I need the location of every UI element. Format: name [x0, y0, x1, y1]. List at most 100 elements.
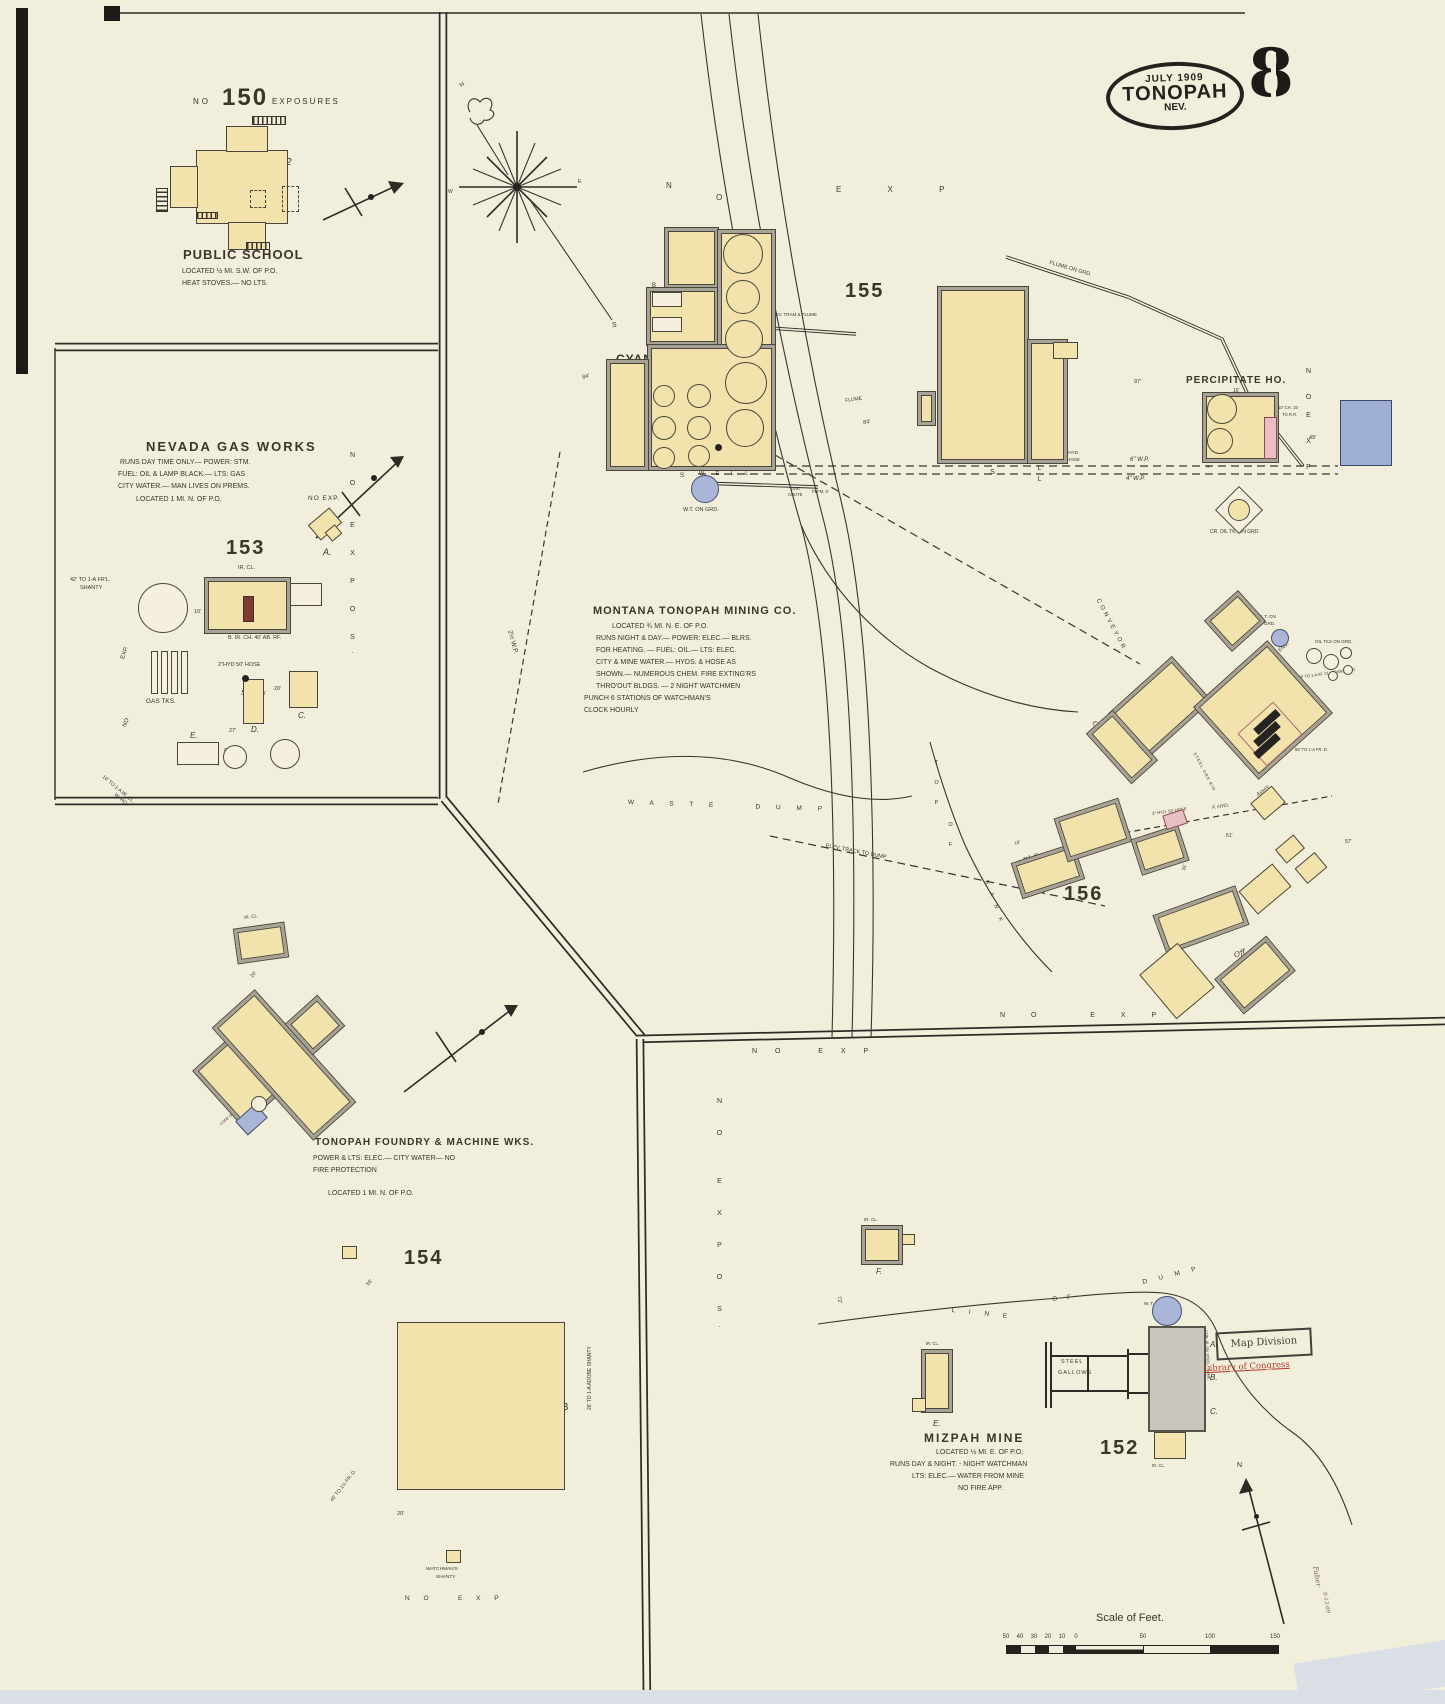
water-tank-circle: [1152, 1296, 1182, 1326]
hydrant-dot: [371, 475, 377, 481]
building: [607, 360, 648, 470]
map-line: [757, 13, 874, 1038]
tank-circle: [1228, 499, 1250, 521]
map-label: W: [448, 189, 453, 195]
map-label: NEVADA GAS WORKS: [146, 439, 317, 454]
map-label: 150: [222, 84, 269, 111]
hydrant-dot: [368, 194, 374, 200]
tank-circle: [1328, 671, 1338, 681]
map-label: C.: [298, 711, 306, 720]
map-label: PUNCH 6 STATIONS OF WATCHMAN'S: [584, 695, 711, 702]
building: [652, 292, 682, 307]
map-label: RUNS DAY TIME ONLY— POWER: STM.: [120, 459, 251, 466]
map-label: GRD.: [1264, 621, 1276, 626]
building: [161, 651, 168, 694]
map-label: CITY WATER.— MAN LIVES ON PREMS.: [118, 483, 250, 490]
hydrant-dot: [241, 674, 249, 682]
map-label: ORE: [791, 486, 801, 491]
map-label: STEEL: [1061, 1359, 1084, 1365]
hydrant-dot: [479, 1029, 485, 1035]
map-label: MIZPAH MINE: [924, 1431, 1025, 1445]
building: [243, 679, 264, 724]
map-label: 42' TO 1-A FR'L.: [70, 577, 111, 583]
scale-tick: 30: [1030, 1634, 1038, 1640]
map-line: [476, 124, 509, 176]
map-label: 55' TO 1-A FR. D.: [1295, 747, 1328, 752]
compass-arrowhead: [388, 181, 404, 194]
tank-circle: [1343, 665, 1353, 675]
map-label: PUBLIC SCHOOL: [183, 247, 304, 262]
map-label: O: [716, 193, 723, 202]
compass-arrowhead: [504, 1005, 518, 1017]
building: [1053, 342, 1078, 359]
map-label: GAS TKS.: [146, 698, 176, 705]
map-label: SHOWN.— NUMEROUS CHEM. FIRE EXTING'RS: [596, 671, 757, 678]
tank-circle: [652, 416, 676, 440]
map-label: FOR HEATING. — FUEL: OIL.— LTS: ELEC.: [596, 647, 737, 654]
scale-bar-graphic: [1006, 1645, 1279, 1654]
map-label: CITY & MINE WATER.— HYDS. & HOSE AS: [596, 659, 736, 666]
map-label: C.: [1210, 1407, 1218, 1416]
building: [397, 1322, 565, 1490]
building: [246, 242, 270, 250]
scale-tick: 10: [1058, 1634, 1066, 1640]
map-label: N O E X P: [1000, 1012, 1169, 1019]
tank-circle: [723, 234, 763, 274]
map-line: [1094, 795, 1333, 839]
map-label: W.T. ON GRD.: [683, 507, 719, 513]
scale-tick: 0: [1074, 1634, 1078, 1640]
map-label: LOCATED ¾ MI. N. E. OF P.O.: [612, 623, 709, 630]
compass-arrowhead: [390, 456, 404, 468]
tank-circle: [653, 385, 675, 407]
building: [289, 671, 318, 708]
map-line: [322, 183, 401, 221]
map-label: ELEV. TRAM & FLUME: [770, 312, 818, 317]
building: [665, 228, 718, 288]
tank-circle: [251, 1096, 267, 1112]
tank-circle: [1207, 428, 1233, 454]
hydrant-dot: [1253, 1513, 1259, 1519]
map-line: [929, 741, 1053, 973]
map-label: CLOCK HOURLY: [584, 707, 639, 714]
map-line: [635, 1018, 1445, 1042]
map-label: N: [666, 181, 672, 190]
map-label: PLFM. 5': [812, 489, 829, 494]
map-label: LOCATED ½ MI. S.W. OF P.O.: [182, 268, 278, 275]
map-label: E: [578, 179, 582, 185]
map-label: 51': [1226, 833, 1233, 839]
map-label: 97': [1134, 379, 1142, 385]
margin-bar: [16, 8, 28, 374]
map-label: THRO'OUT BLDGS. — 2 NIGHT WATCHMEN: [596, 683, 741, 690]
stamp-line1: Map Division: [1230, 1335, 1298, 1350]
map-label: OIL TKS ON GRD.: [1315, 639, 1353, 644]
building: [652, 317, 682, 332]
map-label: NO FIRE APP.: [958, 1485, 1003, 1492]
map-label: E.: [190, 731, 198, 740]
water-tank-circle: [1271, 629, 1289, 647]
building: [647, 288, 718, 345]
map-label: F.: [876, 1267, 883, 1276]
map-line: [582, 755, 913, 800]
map-line: [1045, 1342, 1052, 1408]
map-label: 57': [1345, 839, 1352, 845]
map-line: [728, 13, 855, 1038]
building: [196, 150, 288, 224]
map-label: N O E X P O S.: [716, 1098, 723, 1338]
building: [902, 1234, 915, 1245]
map-label: 16': [1233, 388, 1240, 394]
map-line: [467, 97, 495, 125]
map-line: [817, 1291, 1353, 1526]
water-tank-circle: [691, 475, 719, 503]
building: [862, 1226, 902, 1264]
map-label: N: [1237, 1462, 1243, 1469]
map-label: N O E X P O S.: [349, 452, 356, 662]
map-label: IR. CL.: [926, 1341, 940, 1346]
scale-tick: 150: [1269, 1634, 1281, 1640]
building: [181, 651, 188, 694]
map-line: [800, 524, 1079, 713]
building: [922, 1350, 952, 1412]
scan-edge: [0, 1690, 1445, 1704]
scale-tick: 100: [1204, 1634, 1216, 1640]
building: [1154, 1432, 1186, 1459]
